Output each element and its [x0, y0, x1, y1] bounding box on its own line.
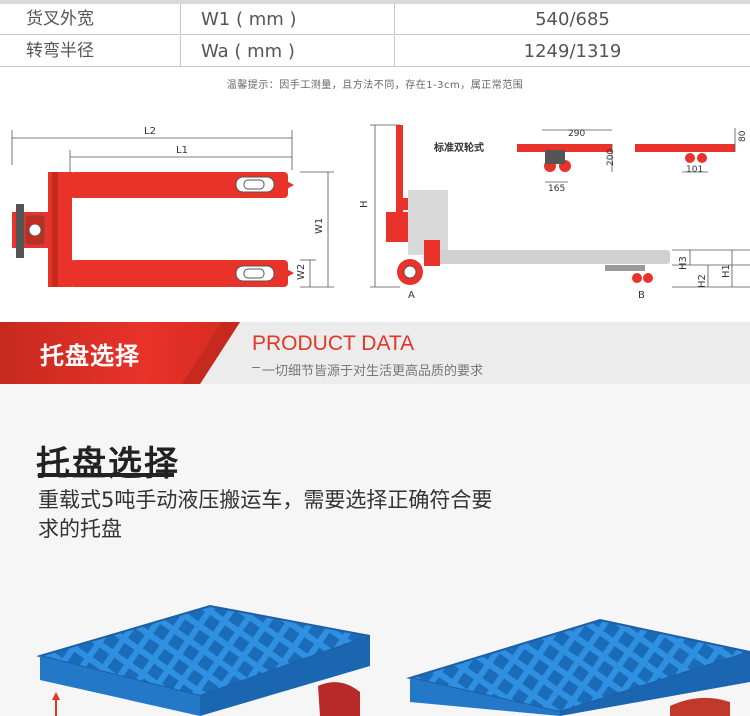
- label-w2: W2: [296, 264, 307, 280]
- dim-80: 80: [738, 130, 748, 142]
- section-description: 重载式5吨手动液压搬运车，需要选择正确符合要求的托盘: [38, 488, 493, 541]
- label-w1: W1: [314, 218, 325, 234]
- banner-zh-title: 托盘选择: [40, 342, 140, 370]
- truck-top-view: [12, 172, 294, 287]
- label-l1: L1: [176, 145, 188, 156]
- spec-label: 货叉外宽: [0, 4, 181, 34]
- dim-101: 101: [686, 165, 703, 175]
- dim-165: 165: [548, 184, 565, 194]
- spec-value: 540/685: [535, 9, 610, 30]
- spec-label: 转弯半径: [0, 36, 181, 66]
- label-h2: H2: [697, 274, 708, 288]
- measurement-note: 温馨提示：因手工测量，且方法不同，存在1-3cm，属正常范围: [226, 80, 524, 91]
- spec-param: Wa ( mm ): [181, 36, 395, 66]
- table-row: 货叉外宽 W1 ( mm ) 540/685: [0, 4, 750, 35]
- dimension-diagram: L2 L1 W1 W2: [0, 100, 750, 315]
- banner-en-title: PRODUCT DATA: [252, 332, 415, 355]
- truck-side-view: [386, 125, 670, 285]
- table-top-edge: [0, 0, 750, 4]
- spec-table: 货叉外宽 W1 ( mm ) 540/685 转弯半径 Wa ( mm ) 12…: [0, 0, 750, 68]
- label-b: B: [638, 290, 645, 301]
- spec-value: 1249/1319: [523, 41, 622, 62]
- section-banner: 托盘选择 PRODUCT DATA 一切细节皆源于对生活更高品质的要求: [0, 322, 750, 384]
- wheel-title: 标准双轮式: [433, 141, 484, 154]
- pallet-section: 托盘选择 重载式5吨手动液压搬运车，需要选择正确符合要求的托盘: [0, 384, 750, 716]
- pallet-image-right: [406, 618, 750, 716]
- diagram-svg: L2 L1 W1 W2: [11, 124, 750, 301]
- pallet-image-left: [36, 604, 370, 716]
- label-h: H: [359, 200, 370, 208]
- banner-red-tab: [0, 322, 240, 384]
- banner-subtitle: 一切细节皆源于对生活更高品质的要求: [262, 364, 484, 379]
- dim-200: 200: [606, 149, 616, 166]
- label-l2: L2: [144, 126, 156, 137]
- heading-underline: [38, 473, 174, 477]
- label-h1: H1: [721, 264, 732, 278]
- section-heading: 托盘选择: [36, 444, 180, 484]
- label-a: A: [408, 290, 415, 301]
- spec-param: W1 ( mm ): [181, 4, 395, 34]
- dim-290: 290: [568, 129, 585, 139]
- subtitle-dash: [252, 367, 260, 368]
- wheel-detail: [517, 128, 736, 183]
- label-h3: H3: [678, 256, 689, 270]
- table-row: 转弯半径 Wa ( mm ) 1249/1319: [0, 36, 750, 67]
